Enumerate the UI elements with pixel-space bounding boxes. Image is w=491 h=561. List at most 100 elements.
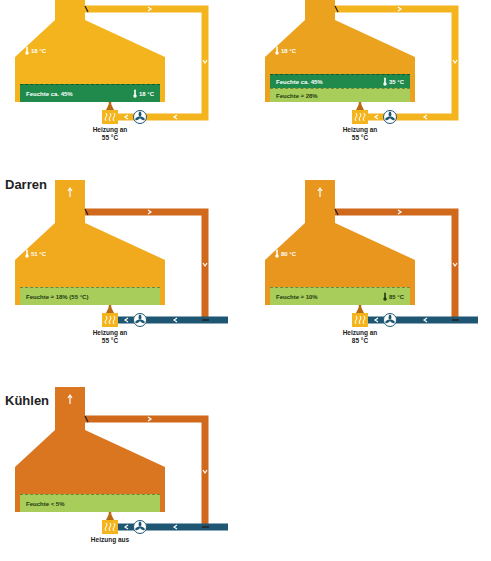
return-duct [146,317,228,324]
heat-wave [109,316,111,324]
kiln-hood [15,20,165,102]
flow-arrow [453,60,457,63]
heat-wave [105,113,107,121]
flow-arrow [174,525,177,529]
heater-duct [118,114,134,121]
heat-wave [355,316,357,324]
heater-icon [352,110,368,124]
airflow-arrow [359,102,362,110]
heat-wave [109,113,111,121]
flow-arrow [203,470,207,473]
flow-arrow [174,115,177,119]
temperature-value: 18 °C [139,91,154,97]
fan [134,314,147,327]
fan-blade [135,319,141,324]
heat-wave [359,316,361,324]
moisture-value: Feuchte ca. 45% [276,79,323,85]
fan [384,111,397,124]
fan-blade [389,116,395,121]
fan [384,314,397,327]
airflow-arrow [109,102,112,110]
temperature-reading: 18 °C [133,89,154,98]
fan-blade [139,116,145,121]
chimney [55,387,85,431]
temperature-reading: 85 °C [383,292,404,301]
fan-blade [139,112,142,117]
temperature-reading: 18 °C [275,46,296,55]
heater: Heizung aus [80,520,140,544]
heater-box [352,110,368,124]
thermometer-bulb [275,254,278,257]
airflow-arrow [359,305,362,313]
fan-blade [135,116,141,121]
fan-blade [139,315,142,320]
thermometer-bulb [383,297,386,300]
exhaust-arrow [69,396,70,404]
thermometer-icon [25,249,29,258]
airflow-arrow [109,512,112,520]
damper [452,319,459,321]
heater-temperature: 55 °C [330,134,390,142]
heater-duct [118,317,134,324]
flow-arrow [148,210,151,214]
flow-arrow [375,318,378,322]
heater-state: Heizung an [80,329,140,337]
kiln-hood [15,223,165,305]
heater-box [102,313,118,327]
heater-duct [118,524,134,531]
flow-arrow [174,318,177,322]
flow-arrow [125,318,128,322]
temperature-value: 51 °C [31,251,46,257]
damper [202,526,209,528]
heater-state: Heizung an [80,126,140,134]
chimney [305,0,335,21]
temperature-value: 18 °C [281,48,296,54]
heat-wave [113,523,115,531]
exhaust-arrow [319,189,320,197]
moisture-band: Feuchte < 5% [20,494,160,512]
temperature-value: 80 °C [281,251,296,257]
heat-wave [105,316,107,324]
return-duct [146,524,228,531]
heat-wave [359,113,361,121]
heater-box [352,313,368,327]
damper [335,6,338,12]
thermometer-bulb [275,51,278,54]
heater-temperature: 85 °C [330,337,390,345]
damper [85,209,88,215]
heater-temperature: 55 °C [80,337,140,345]
chimney [55,180,85,224]
flow-arrow [125,115,128,119]
heater-box [102,520,118,534]
flow-arrow [453,263,457,266]
damper [85,6,88,12]
flow-arrow [398,7,401,11]
heat-wave [105,523,107,531]
damper [335,209,338,215]
heater-state: Heizung aus [80,536,140,544]
fan-blade [389,112,392,117]
fan-blade [385,116,391,121]
heater-duct [368,114,384,121]
flow-arrow [398,210,401,214]
heat-wave [113,113,115,121]
fan [134,111,147,124]
temperature-value: 18 °C [31,48,46,54]
kiln-body: 18 °CFeuchte ca. 45%35 °CFeuchte ≈ 28% [265,20,415,102]
fan-blade [139,319,145,324]
moisture-band: Feuchte ≈ 18% (55 °C) [20,287,160,305]
kiln-body: 51 °C Feuchte ≈ 18% (55 °C) [15,223,165,305]
thermometer-icon [383,77,387,86]
section-heading: Darren [5,177,47,192]
flow-arrow [424,115,427,119]
temperature-value: 35 °C [389,79,404,85]
moisture-value: Feuchte ≈ 10% [276,294,318,300]
fan-blade [139,526,145,531]
damper [202,319,209,321]
heater-duct [368,317,384,324]
kiln-hood [15,430,165,512]
exhaust-arrow [69,189,70,197]
chimney [55,0,85,21]
flow-arrow [125,525,128,529]
